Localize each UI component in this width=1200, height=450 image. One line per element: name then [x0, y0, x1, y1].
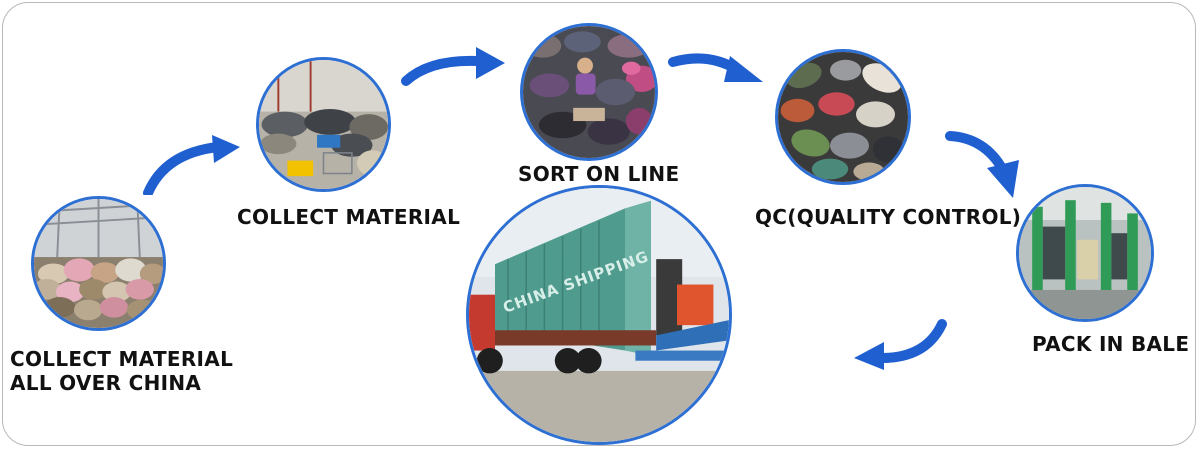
step1-label-line2: ALL OVER CHINA: [10, 371, 202, 395]
step5-label: PACK IN BALE: [1032, 332, 1190, 356]
step4-label: QC(QUALITY CONTROL): [755, 205, 1022, 229]
arrow-step4-to-step5-icon: [945, 131, 1019, 198]
baling-machine-photo: [1016, 184, 1154, 322]
step1-label-line1: COLLECT MATERIAL: [10, 347, 234, 371]
shoes-inspection-photo: [775, 49, 911, 185]
arrow-step3-to-step4-icon: [668, 53, 763, 82]
container-truck-photo: CHINA SHIPPING: [466, 185, 732, 445]
step1-label: COLLECT MATERIAL ALL OVER CHINA: [10, 347, 233, 395]
arrow-step2-to-step3-icon: [401, 47, 505, 86]
step2-label: COLLECT MATERIAL: [237, 205, 461, 229]
sorting-line-photo: [520, 23, 658, 161]
step3-label: SORT ON LINE: [518, 162, 680, 186]
arrow-step1-to-step2-icon: [143, 135, 240, 195]
warehouse-piles-photo: [31, 196, 166, 331]
arrow-step5-to-shipping-icon: [854, 319, 947, 370]
collection-floor-photo: [256, 57, 391, 192]
